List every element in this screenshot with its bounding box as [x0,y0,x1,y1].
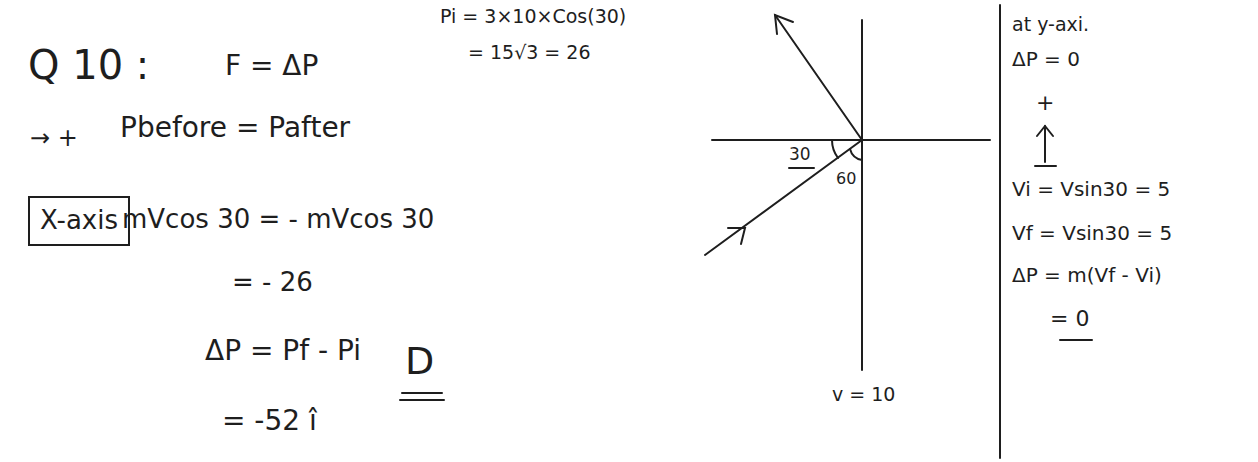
x-axis-line [712,139,990,141]
arrow-head [1037,126,1053,136]
arrow-head [775,15,793,34]
underline [1060,339,1092,341]
equation: Pbefore = Pafter [120,112,350,144]
box-text: X-axis [40,206,118,236]
equation: = 15√3 = 26 [468,42,591,64]
equation: = -52 î [222,405,317,437]
question-number: Q 10 : [28,42,149,88]
angle-label: 30 [789,145,811,165]
equation: Vi = Vsin30 = 5 [1012,178,1170,201]
equation: ΔP = m(Vf - Vi) [1012,264,1162,287]
arrow-head [728,228,745,244]
angle-label: 60 [836,170,856,188]
incoming-path [705,140,862,255]
direction-arrow [1044,126,1046,162]
underline [789,167,814,169]
divider-line [999,5,1001,458]
equation: mVcos 30 = - mVcos 30 [122,205,434,235]
boxed-label: X-axis [28,196,130,246]
underline [402,392,442,394]
equation: ΔP = Pf - Pi [205,335,361,367]
equation: ΔP = 0 [1012,48,1080,71]
outgoing-path [775,15,862,140]
note: at y-axi. [1012,14,1089,36]
underline [1035,165,1056,167]
velocity-label: v = 10 [832,384,895,406]
equation: F = ΔP [225,50,318,82]
underline [400,399,444,401]
equation: Pi = 3×10×Cos(30) [440,6,626,28]
answer-letter: D [405,340,434,384]
equation: = - 26 [232,268,313,298]
y-axis-line [861,20,863,370]
sign-convention: → + [30,125,78,153]
angle-arc [832,140,838,158]
equation: Vf = Vsin30 = 5 [1012,222,1172,245]
equation: = 0 [1050,306,1089,331]
sign-convention: + [1036,90,1054,115]
angle-arc [850,149,862,160]
